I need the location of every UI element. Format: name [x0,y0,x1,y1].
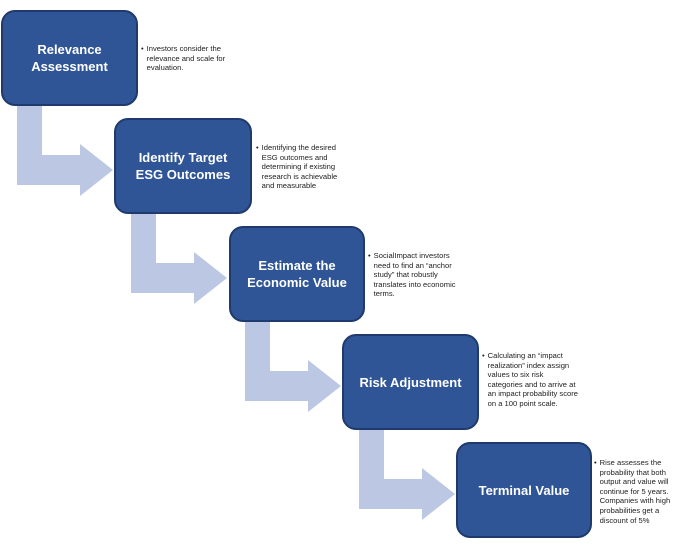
step-title: Risk Adjustment [359,374,462,390]
step-title: Terminal Value [478,482,570,498]
step-title: Relevance Assessment [31,42,108,74]
bullet-icon: • [141,44,144,53]
step-box-identify-target-esg-outcomes: Identify Target ESG Outcomes [114,118,252,214]
arrow-1-to-2 [17,106,113,196]
step-note-text: SocialImpact investors need to find an “… [373,251,456,299]
arrow-3-to-4 [245,322,341,412]
arrow-4-to-5 [359,430,455,520]
step-box-risk-adjustment: Risk Adjustment [342,334,479,430]
step-note-5: • Rise assesses the probability that bot… [594,458,680,525]
step-note-4: • Calculating an “impact realization” in… [482,351,578,409]
step-note-3: • SocialImpact investors need to find an… [368,251,460,299]
step-note-text: Calculating an “impact realization” inde… [487,351,578,408]
step-note-2: • Identifying the desired ESG outcomes a… [256,143,348,191]
step-box-terminal-value: Terminal Value [456,442,592,538]
step-note-text: Rise assesses the probability that both … [599,458,671,525]
bullet-icon: • [482,351,485,360]
step-note-text: Investors consider the relevance and sca… [146,44,226,73]
step-title: Identify Target ESG Outcomes [135,150,231,182]
step-title: Estimate the Economic Value [247,258,347,290]
step-box-estimate-economic-value: Estimate the Economic Value [229,226,365,322]
step-box-relevance-assessment: Relevance Assessment [1,10,138,106]
arrow-2-to-3 [131,214,227,304]
bullet-icon: • [368,251,371,260]
step-note-1: • Investors consider the relevance and s… [141,44,241,73]
bullet-icon: • [594,458,597,467]
bullet-icon: • [256,143,259,152]
step-note-text: Identifying the desired ESG outcomes and… [261,143,338,191]
